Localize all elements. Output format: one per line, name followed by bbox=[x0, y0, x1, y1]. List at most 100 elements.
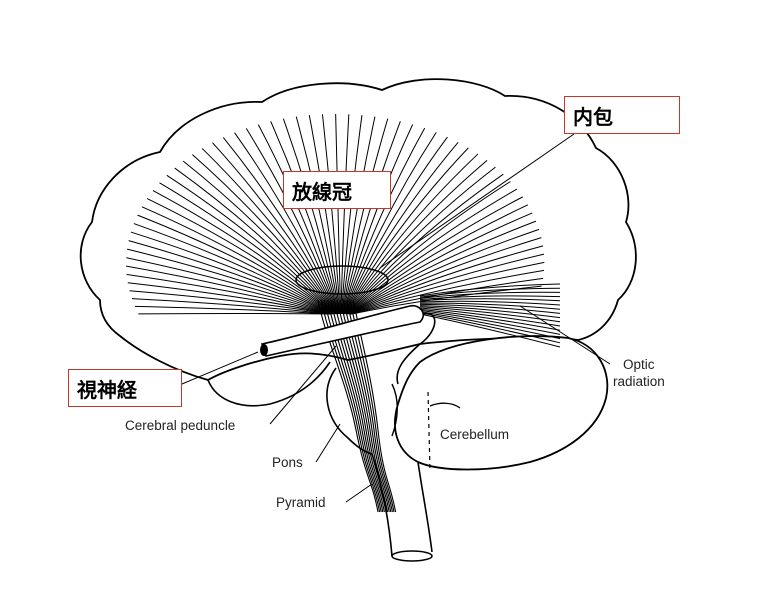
optic-fiber bbox=[419, 295, 561, 301]
corona-fiber bbox=[349, 245, 544, 315]
optic-fiber bbox=[419, 298, 561, 302]
label-optic-radiation: Optic radiation bbox=[613, 356, 665, 390]
corona-fiber bbox=[346, 181, 511, 315]
corona-fiber bbox=[350, 253, 545, 315]
corona-fiber bbox=[347, 204, 529, 315]
corona-fiber bbox=[341, 118, 389, 315]
label-pyramid: Pyramid bbox=[276, 495, 326, 510]
corona-fiber bbox=[257, 124, 339, 315]
leader-optic-radiation bbox=[519, 305, 611, 365]
corona-fiber bbox=[182, 160, 336, 315]
corona-fiber bbox=[340, 115, 363, 315]
spinal-cord-end bbox=[391, 550, 433, 562]
corona-fiber bbox=[245, 128, 339, 315]
corona-fiber bbox=[152, 190, 335, 315]
corona-fiber bbox=[141, 206, 334, 315]
optic-fiber bbox=[419, 300, 561, 306]
optic-fiber bbox=[419, 312, 561, 344]
leader-cerebral-peduncle bbox=[269, 345, 337, 425]
corona-fiber bbox=[341, 116, 376, 315]
corona-fiber bbox=[342, 127, 426, 315]
optic-radiation-fibers bbox=[419, 283, 561, 348]
corona-fiber bbox=[346, 188, 518, 315]
corona-fiber bbox=[133, 223, 333, 315]
optic-fiber bbox=[419, 311, 561, 340]
label-internal-capsule: 内包 bbox=[564, 96, 680, 134]
cerebellum-fissure bbox=[427, 391, 431, 471]
corona-fiber bbox=[146, 198, 334, 315]
corona-fiber bbox=[348, 212, 533, 315]
label-optic-nerve: 視神経 bbox=[68, 369, 182, 407]
corona-fiber bbox=[350, 261, 545, 315]
corona-fiber bbox=[270, 121, 340, 315]
corona-fiber bbox=[348, 228, 540, 315]
cerebellum-outline bbox=[394, 335, 609, 471]
corona-fiber bbox=[349, 237, 542, 315]
corona-fiber bbox=[343, 136, 448, 315]
label-optic-radiation-line1: Optic bbox=[623, 357, 655, 372]
optic-fiber bbox=[419, 305, 561, 319]
optic-fiber bbox=[419, 302, 561, 310]
corona-fiber bbox=[347, 196, 523, 315]
corona-fiber bbox=[126, 248, 332, 315]
corona-fiber bbox=[174, 167, 336, 315]
corona-fiber bbox=[134, 305, 329, 315]
optic-fiber bbox=[419, 313, 561, 348]
leader-optic-nerve bbox=[181, 351, 259, 385]
leader-pons bbox=[315, 423, 341, 463]
corona-fiber bbox=[131, 298, 329, 315]
corona-fiber bbox=[166, 174, 336, 315]
optic-nerve-tube bbox=[260, 304, 425, 357]
corona-fiber bbox=[126, 273, 331, 315]
label-corona-radiata: 放線冠 bbox=[283, 171, 391, 209]
corona-fiber bbox=[126, 265, 331, 315]
corona-fiber bbox=[345, 159, 488, 315]
label-optic-radiation-line2: radiation bbox=[613, 374, 665, 389]
corona-fiber bbox=[138, 312, 329, 315]
corona-fiber bbox=[137, 214, 334, 315]
corona-fiber bbox=[321, 114, 341, 315]
cerebrum-outline bbox=[79, 78, 637, 381]
corona-fiber bbox=[351, 269, 545, 315]
optic-fiber bbox=[419, 287, 561, 298]
corona-fiber bbox=[342, 124, 414, 315]
label-cerebral-peduncle: Cerebral peduncle bbox=[125, 418, 236, 433]
corona-fiber bbox=[344, 153, 479, 315]
corona-fiber bbox=[126, 257, 331, 315]
optic-nerve-end bbox=[260, 344, 268, 356]
optic-fiber bbox=[419, 309, 561, 335]
corona-fiber bbox=[308, 115, 341, 315]
corona-fiber bbox=[130, 231, 333, 315]
cerebellum-fold bbox=[429, 402, 461, 409]
corona-fiber bbox=[335, 113, 342, 315]
optic-fiber bbox=[419, 303, 561, 314]
corona-fiber bbox=[295, 116, 340, 315]
label-optic-nerve-text: 視神経 bbox=[77, 377, 137, 402]
optic-fiber bbox=[419, 283, 561, 297]
corona-fiber bbox=[127, 282, 330, 315]
label-pons: Pons bbox=[272, 455, 303, 470]
label-corona-radiata-text: 放線冠 bbox=[292, 179, 352, 204]
corona-fiber bbox=[340, 114, 350, 315]
corona-fiber bbox=[128, 240, 332, 315]
optic-fiber bbox=[419, 291, 561, 299]
corona-fiber bbox=[192, 154, 337, 315]
corona-fiber bbox=[342, 121, 401, 315]
corona-fiber bbox=[222, 137, 338, 315]
label-internal-capsule-text: 内包 bbox=[573, 104, 613, 129]
corona-radiata-fibers bbox=[126, 113, 545, 315]
leader-pyramid bbox=[345, 483, 373, 503]
corona-fiber bbox=[234, 132, 338, 315]
optic-fiber bbox=[419, 308, 561, 331]
corona-fiber bbox=[129, 290, 330, 315]
medulla-right bbox=[417, 461, 433, 553]
optic-fiber bbox=[419, 307, 561, 327]
leader-internal-capsule bbox=[379, 133, 575, 269]
corona-fiber bbox=[159, 182, 335, 315]
corona-fiber bbox=[344, 141, 459, 315]
internal-capsule-ellipse bbox=[295, 265, 389, 295]
corona-fiber bbox=[345, 166, 496, 315]
corona-fiber bbox=[348, 220, 537, 315]
